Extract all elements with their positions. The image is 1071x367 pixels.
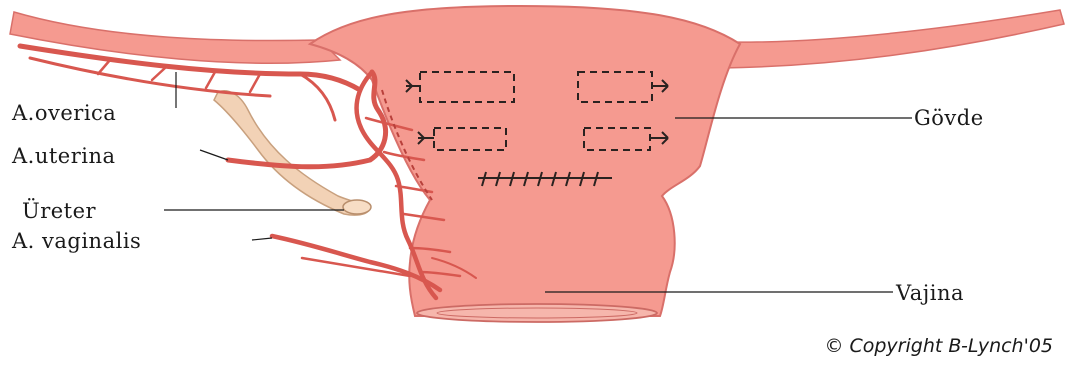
ureter-end — [343, 200, 371, 214]
right-tube — [720, 10, 1064, 68]
left-tube — [10, 12, 340, 63]
vaginal-opening — [417, 304, 657, 322]
label-vagina: Vajina — [896, 283, 964, 304]
label-vaginal-artery: A. vaginalis — [12, 231, 141, 252]
label-ovarian-artery: A.overica — [12, 103, 116, 124]
label-ureter: Üreter — [22, 201, 96, 222]
leader-uterine — [200, 150, 228, 160]
ureter-shape — [214, 91, 370, 215]
copyright-notice: © Copyright B-Lynch'05 — [824, 335, 1053, 357]
label-uterine-artery: A.uterina — [12, 146, 116, 167]
label-body: Gövde — [914, 108, 984, 129]
leader-vaginal — [252, 238, 272, 240]
